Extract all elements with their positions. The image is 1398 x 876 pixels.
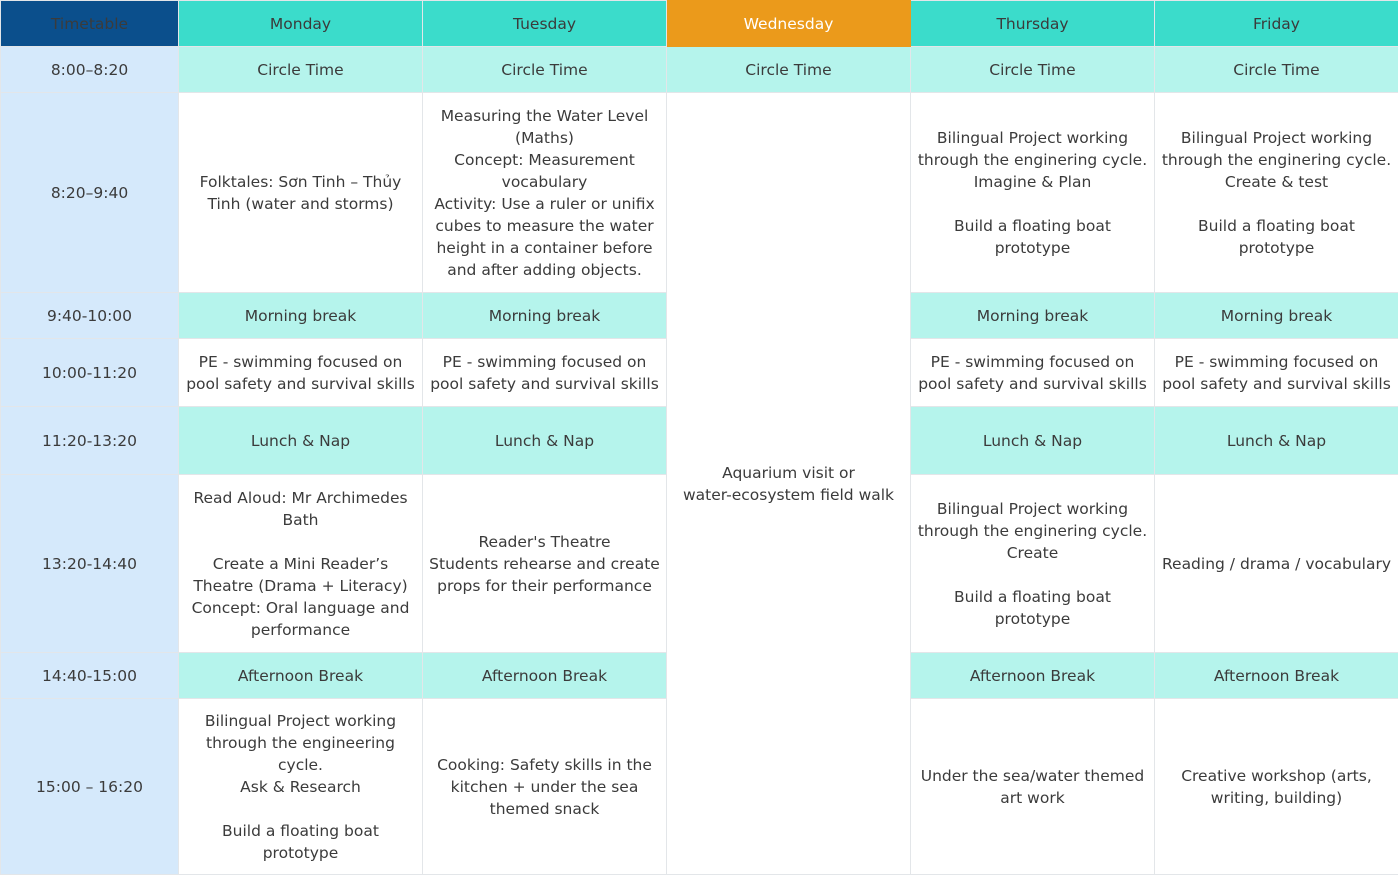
slot-row: 13:20-14:40 Read Aloud: Mr Archimedes Ba… <box>0 474 1398 653</box>
activity-cell-monday: Circle Time <box>178 46 423 93</box>
activity-cell-wednesday: Circle Time <box>666 46 911 93</box>
activity-cell-friday: Creative workshop (arts, writing, buildi… <box>1154 698 1398 875</box>
activity-cell-thursday: Morning break <box>910 292 1155 339</box>
activity-cell-friday: Afternoon Break <box>1154 652 1398 699</box>
slot-row: 14:40-15:00 Afternoon Break Afternoon Br… <box>0 652 1398 699</box>
activity-cell-tuesday: Afternoon Break <box>422 652 667 699</box>
activity-cell-thursday: Bilingual Project working through the en… <box>910 474 1155 653</box>
time-label: 9:40-10:00 <box>0 292 179 339</box>
activity-cell-tuesday: Lunch & Nap <box>422 406 667 475</box>
activity-cell-tuesday: Circle Time <box>422 46 667 93</box>
header-row: Timetable Monday Tuesday Wednesday Thurs… <box>0 0 1398 47</box>
activity-cell-monday: PE - swimming focused on pool safety and… <box>178 338 423 407</box>
slot-row: 8:00–8:20 Circle Time Circle Time Circle… <box>0 46 1398 93</box>
slot-row: 15:00 – 16:20 Bilingual Project working … <box>0 698 1398 875</box>
activity-cell-tuesday: PE - swimming focused on pool safety and… <box>422 338 667 407</box>
slot-row: 8:20–9:40 Folktales: Sơn Tinh – Thủy Tin… <box>0 92 1398 875</box>
day-header-wednesday: Wednesday <box>666 0 911 47</box>
activity-cell-friday: PE - swimming focused on pool safety and… <box>1154 338 1398 407</box>
activity-cell-monday: Afternoon Break <box>178 652 423 699</box>
activity-cell-monday: Bilingual Project working through the en… <box>178 698 423 875</box>
activity-cell-thursday: Under the sea/water themed art work <box>910 698 1155 875</box>
activity-cell-tuesday: Measuring the Water Level (Maths) Concep… <box>422 92 667 293</box>
activity-cell-monday: Read Aloud: Mr Archimedes Bath Create a … <box>178 474 423 653</box>
time-label: 15:00 – 16:20 <box>0 698 179 875</box>
activity-cell-tuesday: Reader's Theatre Students rehearse and c… <box>422 474 667 653</box>
wednesday-field-trip-cell: Aquarium visit or water-ecosystem field … <box>666 92 911 875</box>
activity-cell-thursday: PE - swimming focused on pool safety and… <box>910 338 1155 407</box>
activity-cell-tuesday: Morning break <box>422 292 667 339</box>
time-label: 8:00–8:20 <box>0 46 179 93</box>
activity-cell-thursday: Circle Time <box>910 46 1155 93</box>
day-header-monday: Monday <box>178 0 423 47</box>
timetable-title: Timetable <box>0 0 179 47</box>
time-label: 11:20-13:20 <box>0 406 179 475</box>
day-header-thursday: Thursday <box>910 0 1155 47</box>
day-header-tuesday: Tuesday <box>422 0 667 47</box>
activity-cell-friday: Morning break <box>1154 292 1398 339</box>
time-label: 14:40-15:00 <box>0 652 179 699</box>
slot-row: 10:00-11:20 PE - swimming focused on poo… <box>0 338 1398 407</box>
slot-row: 9:40-10:00 Morning break Morning break M… <box>0 292 1398 339</box>
activity-cell-thursday: Afternoon Break <box>910 652 1155 699</box>
time-label: 8:20–9:40 <box>0 92 179 293</box>
activity-cell-thursday: Bilingual Project working through the en… <box>910 92 1155 293</box>
activity-cell-monday: Lunch & Nap <box>178 406 423 475</box>
activity-cell-thursday: Lunch & Nap <box>910 406 1155 475</box>
activity-cell-friday: Bilingual Project working through the en… <box>1154 92 1398 293</box>
activity-cell-tuesday: Cooking: Safety skills in the kitchen + … <box>422 698 667 875</box>
activity-cell-friday: Circle Time <box>1154 46 1398 93</box>
activity-cell-monday: Morning break <box>178 292 423 339</box>
time-label: 13:20-14:40 <box>0 474 179 653</box>
time-label: 10:00-11:20 <box>0 338 179 407</box>
day-header-friday: Friday <box>1154 0 1398 47</box>
activity-cell-friday: Reading / drama / vocabulary <box>1154 474 1398 653</box>
activity-cell-friday: Lunch & Nap <box>1154 406 1398 475</box>
slot-row: 11:20-13:20 Lunch & Nap Lunch & Nap Lunc… <box>0 406 1398 475</box>
activity-cell-monday: Folktales: Sơn Tinh – Thủy Tinh (water a… <box>178 92 423 293</box>
